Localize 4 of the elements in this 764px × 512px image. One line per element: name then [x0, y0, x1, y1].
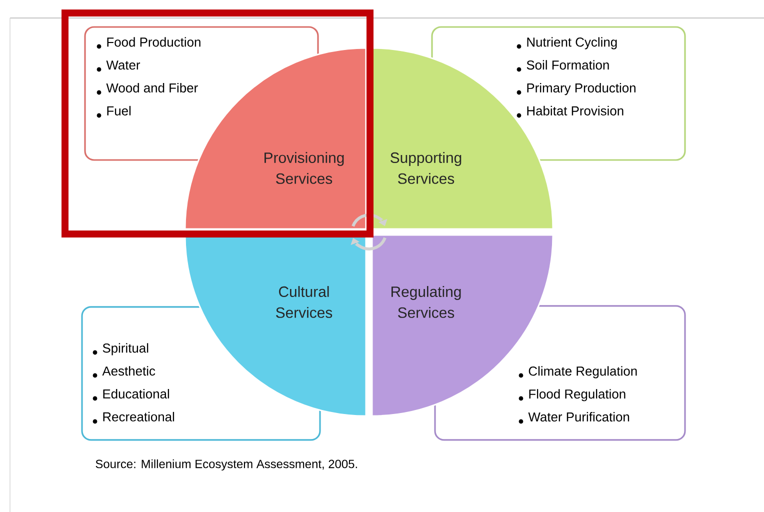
source-note: Source: Millenium Ecosystem Assessment, 2005.: [96, 459, 357, 471]
quadrant-segment: Cultural Services: [184, 234, 367, 417]
cycle-arrow: [352, 214, 388, 227]
cycle-arrow: [350, 237, 386, 250]
